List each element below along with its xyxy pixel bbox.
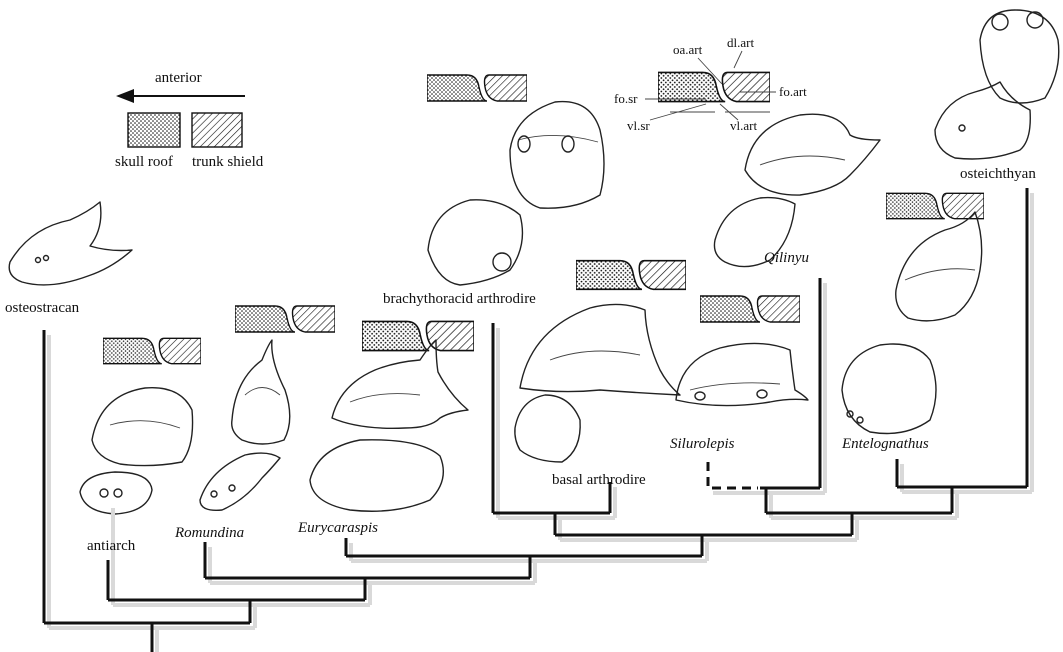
brachythoracid-sketch (428, 102, 604, 285)
joint-schematic-eurycaraspis (362, 321, 474, 350)
skull-roof-swatch (128, 113, 180, 147)
trunk-shield-swatch (192, 113, 242, 147)
joint-schematic-basal-arthrodire (576, 261, 686, 290)
joint-schematic-detailed: oa.art dl.art fo.art fo.sr vl.sr vl.art (614, 35, 807, 133)
label-qilinyu: Qilinyu (764, 250, 809, 266)
entelognathus-sketch (842, 212, 982, 434)
label-antiarch: antiarch (87, 538, 136, 554)
anterior-arrow-icon (116, 89, 245, 103)
joint-schematic-antiarch (103, 338, 201, 363)
eurycaraspis-sketch (310, 340, 468, 511)
joint-schematic-silurolepis (700, 296, 800, 322)
label-osteostracan: osteostracan (5, 300, 80, 316)
label-dl-art: dl.art (727, 35, 754, 50)
joint-schematic-entelognathus (886, 193, 984, 218)
label-osteichthyan: osteichthyan (960, 166, 1036, 182)
legend: anterior skull roof trunk shield (115, 70, 264, 170)
joint-schematic-brachythoracid (427, 75, 527, 101)
basal-arthrodire-sketch (515, 304, 680, 462)
legend-trunk-shield-label: trunk shield (192, 154, 264, 170)
label-romundina: Romundina (174, 525, 244, 541)
label-vl-sr: vl.sr (627, 118, 650, 133)
label-entelognathus: Entelognathus (841, 436, 929, 452)
label-brachythoracid-arthrodire: brachythoracid arthrodire (383, 291, 536, 307)
label-silurolepis: Silurolepis (670, 436, 735, 452)
label-fo-sr: fo.sr (614, 91, 638, 106)
legend-anterior-label: anterior (155, 70, 202, 86)
silurolepis-sketch (676, 343, 808, 405)
qilinyu-sketch (714, 114, 880, 266)
osteichthyan-sketch (935, 10, 1059, 159)
silurolepis-branch-dashed (708, 462, 758, 488)
legend-skull-roof-label: skull roof (115, 154, 173, 170)
antiarch-sketch (80, 388, 193, 514)
romundina-sketch (200, 340, 290, 510)
joint-schematic-romundina (235, 306, 335, 332)
osteostracan-sketch (9, 202, 132, 285)
label-oa-art: oa.art (673, 42, 703, 57)
label-eurycaraspis: Eurycaraspis (297, 520, 378, 536)
label-fo-art: fo.art (779, 84, 807, 99)
label-basal-arthrodire: basal arthrodire (552, 472, 646, 488)
label-vl-art: vl.art (730, 118, 757, 133)
